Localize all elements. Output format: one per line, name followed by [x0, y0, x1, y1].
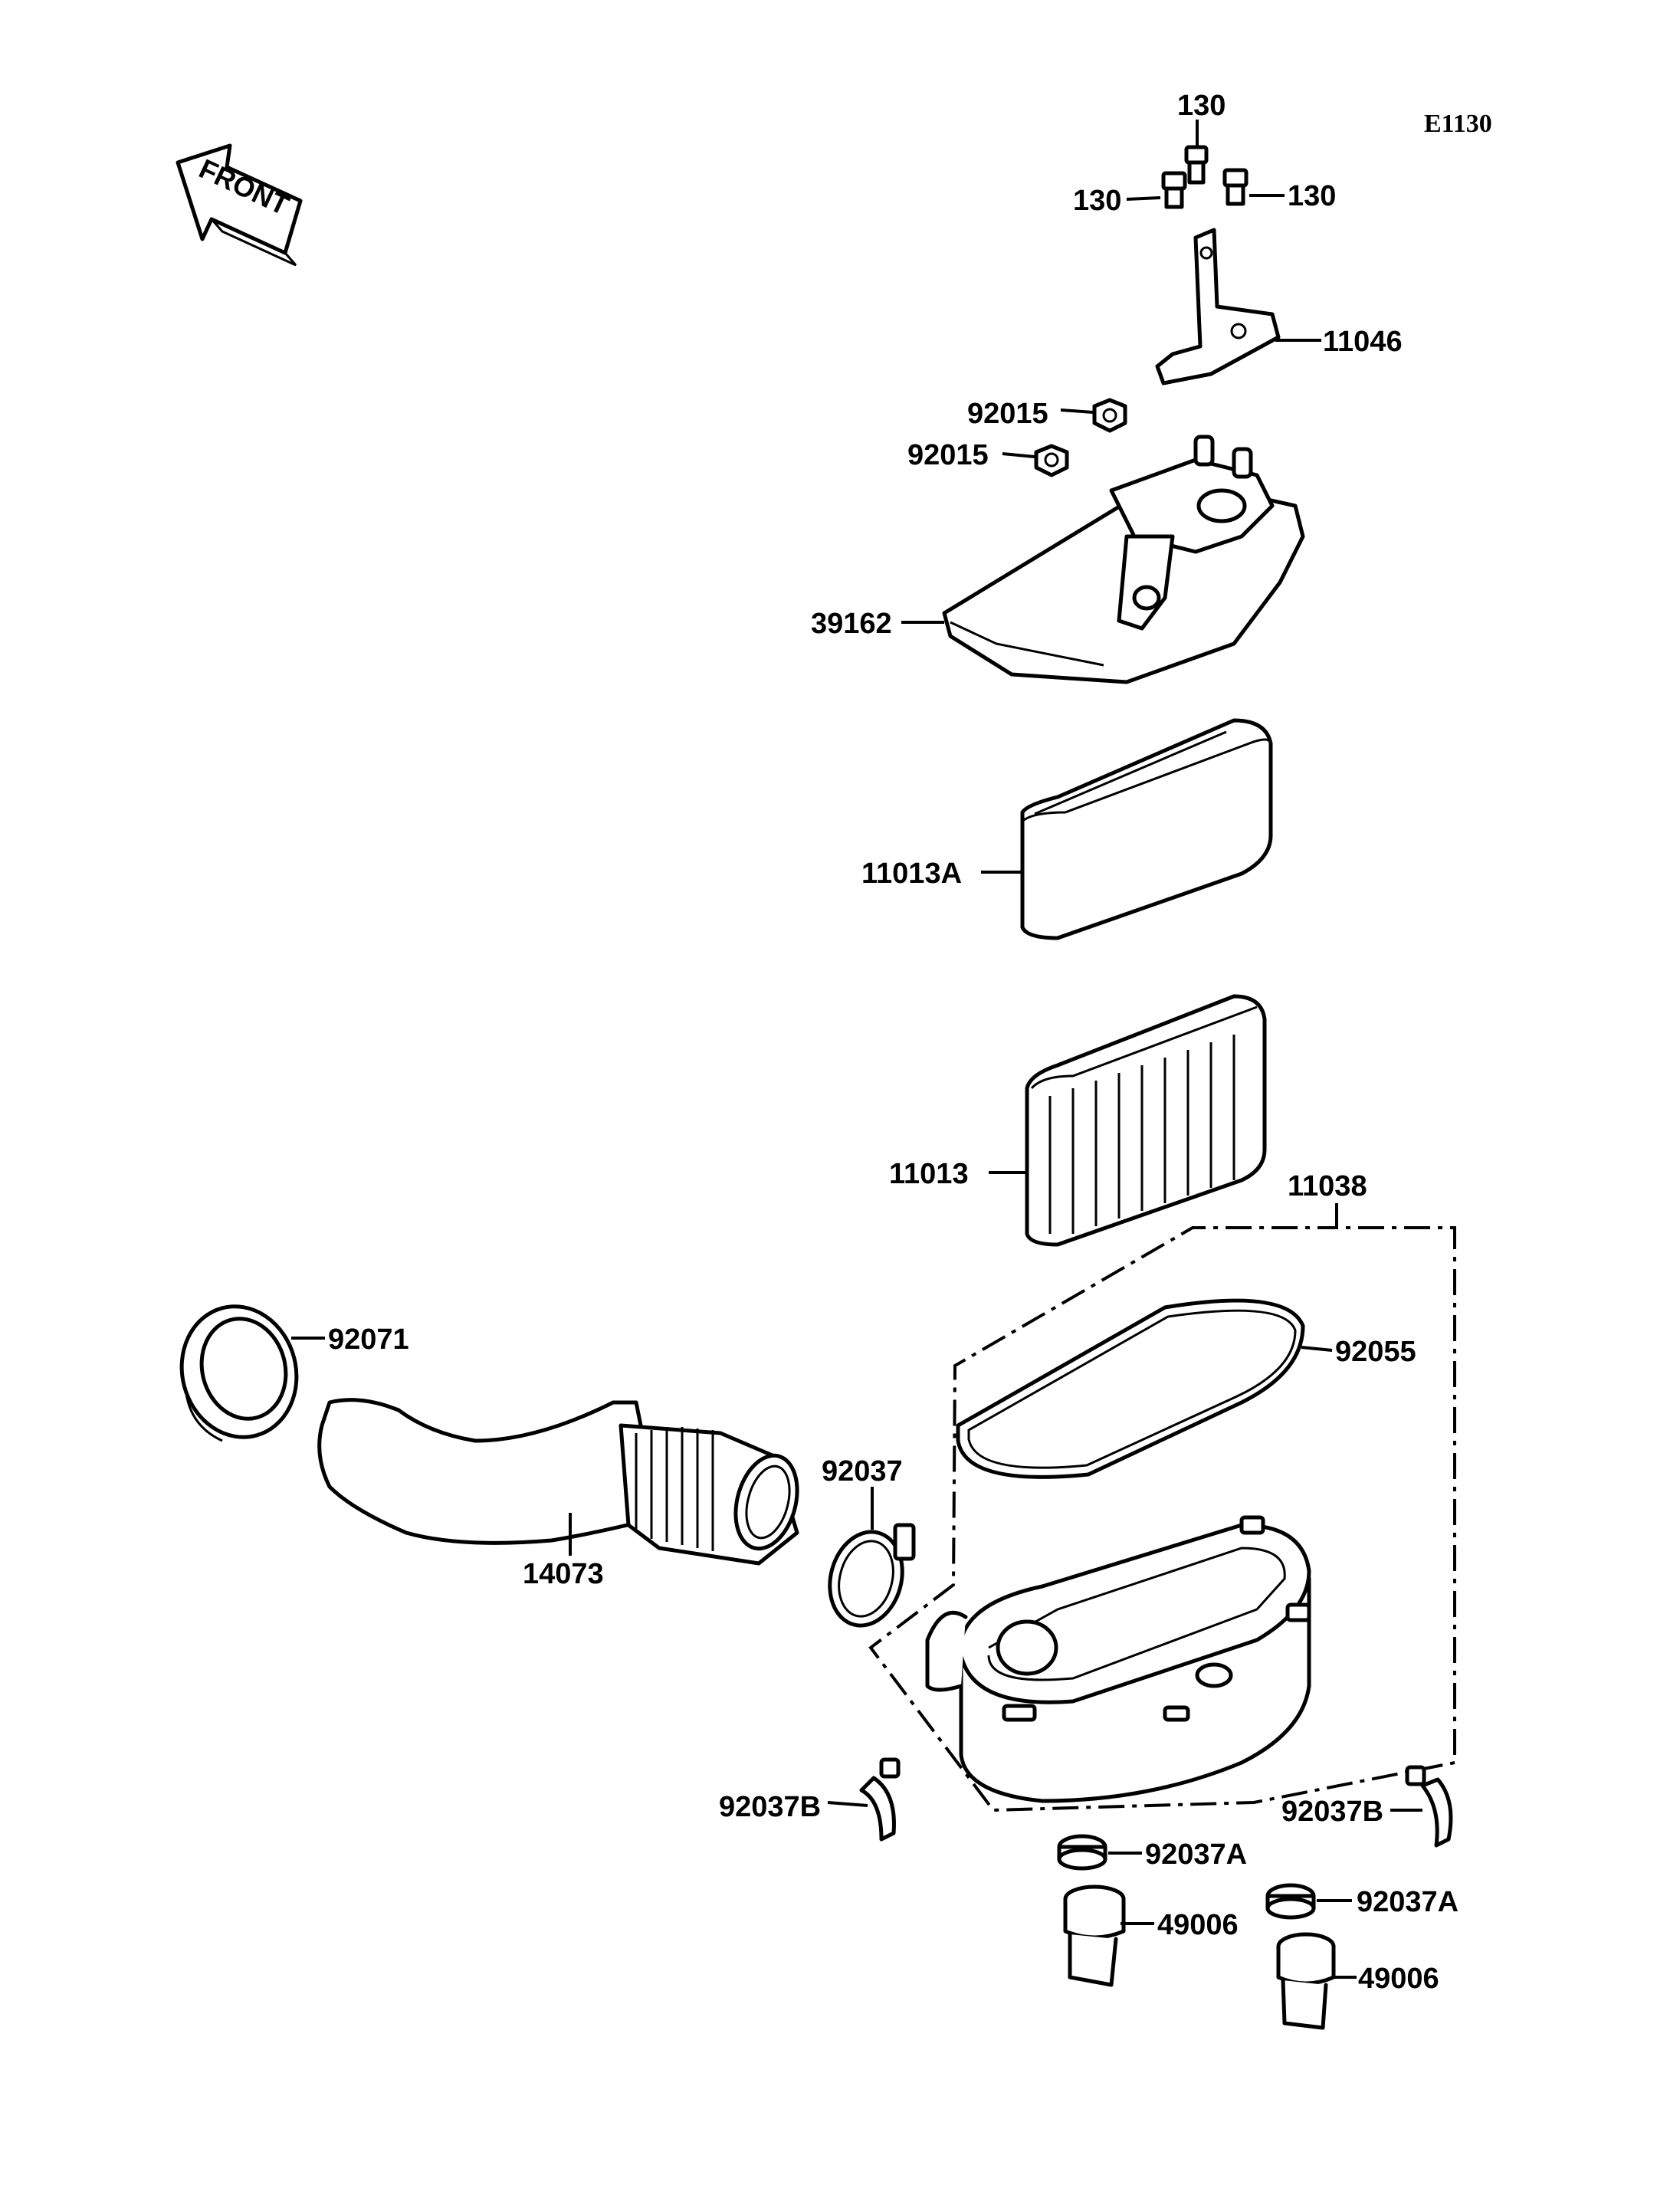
- band-left-icon: [1057, 1834, 1107, 1871]
- case-assy-outline: [868, 1203, 1456, 1812]
- callout-cover: 39162: [811, 608, 892, 640]
- nut-lower-icon: [1034, 444, 1069, 477]
- filter-element-11013: [1025, 994, 1267, 1247]
- callout-clamp: 92037: [822, 1455, 903, 1488]
- front-arrow-icon: FRONT: [176, 143, 303, 267]
- callout-nut-lower: 92015: [907, 439, 989, 471]
- band-right-icon: [1265, 1883, 1316, 1920]
- callout-clip-left: 92037B: [719, 1791, 821, 1823]
- bolt-left-icon: [1161, 171, 1187, 209]
- clip-right-icon: [1405, 1765, 1453, 1848]
- air-cleaner-cover: [942, 435, 1305, 684]
- callout-band-left: 92037A: [1145, 1839, 1247, 1871]
- callout-bracket: 11046: [1323, 326, 1403, 358]
- callout-clip-right: 92037B: [1281, 1796, 1383, 1828]
- clip-left-icon: [859, 1757, 901, 1842]
- callout-band-right: 92037A: [1357, 1886, 1459, 1918]
- bolt-top-icon: [1184, 145, 1209, 185]
- callout-filter-element: 11013: [889, 1158, 969, 1190]
- callout-duct: 14073: [523, 1558, 604, 1590]
- callout-bolt-left: 130: [1073, 185, 1121, 217]
- callout-drain-left: 49006: [1157, 1909, 1239, 1941]
- diagram-code: E1130: [1424, 110, 1492, 138]
- callout-gasket: 92055: [1335, 1336, 1416, 1368]
- callout-filter-cover: 11013A: [861, 858, 962, 890]
- filter-cover-11013a: [1020, 718, 1273, 940]
- callout-drain-right: 49006: [1358, 1963, 1439, 1995]
- gasket-92055: [956, 1298, 1305, 1479]
- seal-ring-92071: [179, 1304, 299, 1442]
- nut-upper-icon: [1092, 398, 1127, 433]
- drain-left-icon: [1063, 1884, 1126, 1987]
- clamp-92037: [828, 1523, 916, 1628]
- callout-bolt-right: 130: [1288, 180, 1336, 212]
- callout-bolt-top: 130: [1177, 90, 1226, 122]
- bolt-right-icon: [1222, 168, 1249, 206]
- callout-case-assy: 11038: [1288, 1170, 1367, 1202]
- air-cleaner-case: [925, 1515, 1311, 1803]
- callout-seal-ring: 92071: [328, 1324, 409, 1356]
- drain-right-icon: [1276, 1932, 1336, 2030]
- intake-duct-14073: [317, 1398, 799, 1566]
- bracket-11046: [1155, 228, 1281, 385]
- callout-nut-upper: 92015: [967, 398, 1048, 430]
